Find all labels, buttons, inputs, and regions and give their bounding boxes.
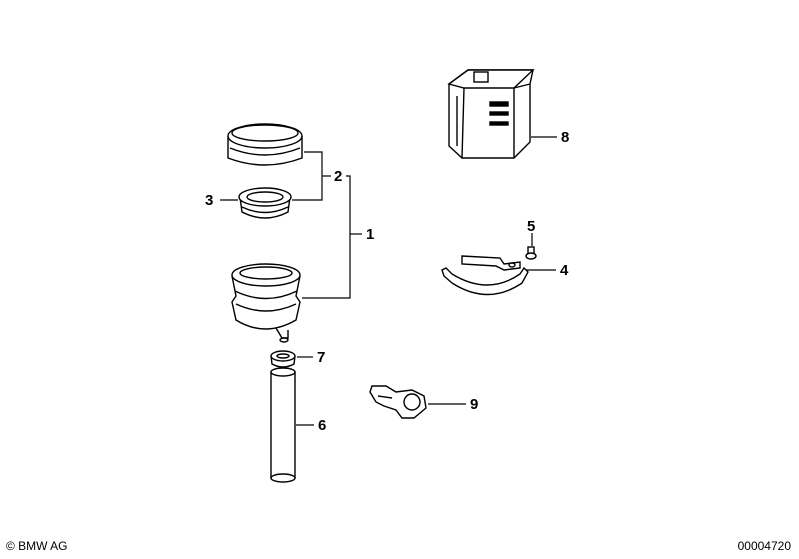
- bracket: [441, 255, 529, 296]
- clip: [369, 385, 427, 419]
- leader-lines: [220, 136, 557, 426]
- callout-1: 1: [366, 226, 374, 243]
- small-ring: [270, 350, 296, 368]
- hose: [270, 367, 296, 483]
- sealing-ring: [238, 187, 292, 219]
- callout-9: 9: [470, 396, 478, 413]
- brake-fluid-canister: [447, 69, 535, 159]
- callout-5: 5: [527, 218, 535, 235]
- callout-4: 4: [560, 262, 569, 279]
- image-number: 00004720: [737, 539, 791, 553]
- reservoir-cap: [227, 123, 303, 166]
- callout-7: 7: [317, 349, 325, 366]
- callout-2: 2: [334, 168, 342, 185]
- callout-8: 8: [561, 129, 569, 146]
- callout-6: 6: [318, 417, 326, 434]
- screw: [525, 246, 537, 260]
- reservoir: [231, 263, 301, 343]
- copyright: © BMW AG: [6, 539, 68, 553]
- callout-3: 3: [205, 192, 213, 209]
